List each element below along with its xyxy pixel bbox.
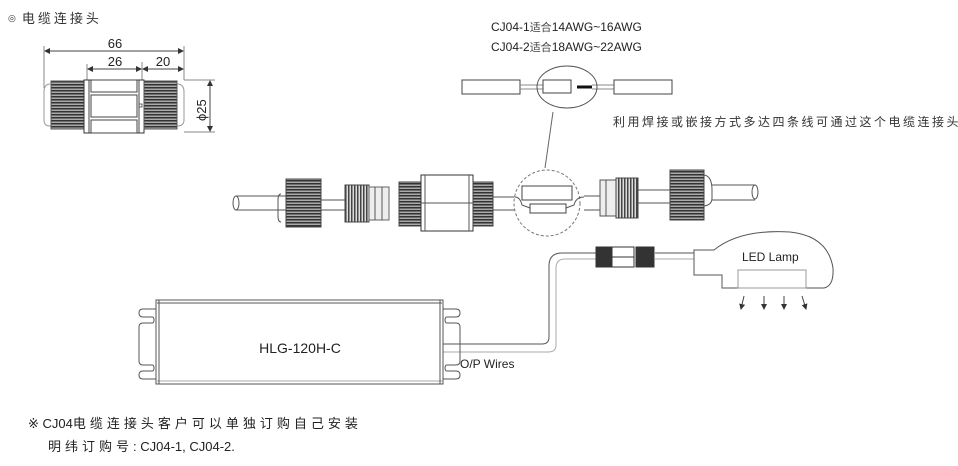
wire-spec-suitable: 适合 xyxy=(529,41,552,54)
output-wires xyxy=(443,252,695,353)
led-driver xyxy=(138,299,461,385)
wire-spec-1: CJ04-1适合14AWG~16AWG xyxy=(491,19,958,35)
light-rays xyxy=(739,295,808,310)
wire-spec-range: 18AWG~22AWG xyxy=(551,40,642,54)
exploded-connector xyxy=(232,169,759,237)
dimension-drawing xyxy=(43,46,215,134)
footer-note-1: ※ CJ04电缆连接头客户可以单独订购自己安装 xyxy=(28,413,362,432)
wire-spec-2: CJ04-2适合18AWG~22AWG xyxy=(491,39,958,55)
wire-splice-detail xyxy=(461,65,673,169)
note-marker-icon: ※ xyxy=(28,416,39,431)
dim-center-length: 26 xyxy=(108,54,122,69)
wire-spec-model: CJ04-1 xyxy=(491,20,530,34)
section-title-text: 电缆连接头 xyxy=(21,12,102,27)
wire-spec-range: 14AWG~16AWG xyxy=(551,20,642,34)
footer-note-2: 明纬订购号: CJ04-1, CJ04-2. xyxy=(48,436,235,455)
footer-order-numbers: : CJ04-1, CJ04-2. xyxy=(133,439,235,454)
wire-spec-suitable: 适合 xyxy=(529,21,552,34)
footer-order-text: 电缆连接头客户可以单独订购自己安装 xyxy=(72,417,362,432)
led-lamp-label: LED Lamp xyxy=(742,250,799,264)
footer-order-label: 明纬订购号 xyxy=(48,440,134,455)
driver-model-label: HLG-120H-C xyxy=(259,340,341,356)
bullet-icon: ◎ xyxy=(8,13,16,23)
led-lamp xyxy=(693,231,834,289)
dim-end-length: 20 xyxy=(156,54,170,69)
wiring-method-note: 利用焊接或嵌接方式多达四条线可通过这个电缆连接头 xyxy=(613,115,958,129)
output-wires-label: O/P Wires xyxy=(460,357,514,371)
section-title: ◎ 电缆连接头 xyxy=(8,8,102,27)
footer-model: CJ04 xyxy=(42,416,73,431)
wire-spec-model: CJ04-2 xyxy=(491,40,530,54)
dim-overall-length: 66 xyxy=(108,36,122,51)
dim-diameter: ϕ25 xyxy=(194,99,209,121)
inline-cable-connector xyxy=(595,246,655,268)
